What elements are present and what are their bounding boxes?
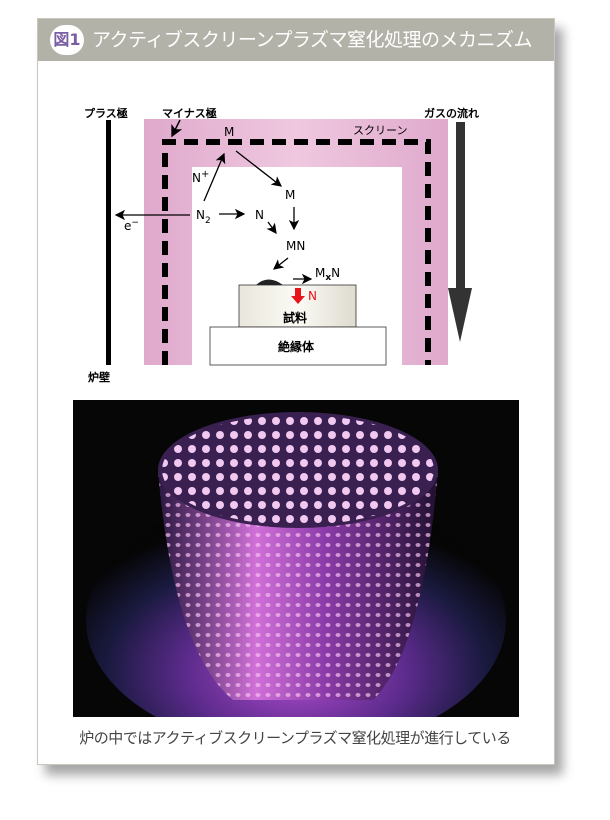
red-n-arrow: [291, 288, 305, 304]
n-diffusion-label: N: [308, 289, 317, 303]
furnace-wall-label: 炉壁: [88, 370, 110, 384]
n-atom-label: N: [255, 208, 264, 222]
m-top-label: M: [224, 125, 234, 139]
deposit: [256, 279, 283, 285]
figure-header: 図1 アクティブスクリーンプラズマ窒化処理のメカニズム: [38, 19, 554, 61]
electron-label: e−: [124, 218, 139, 233]
plus-pole-label: プラス極: [84, 106, 128, 120]
insulator-label: 絶縁体: [278, 339, 315, 354]
gas-flow-arrow: [448, 122, 472, 342]
n-plus-label: N+: [192, 169, 209, 185]
mn-label: MN: [286, 239, 305, 253]
gas-flow-label: ガスの流れ: [424, 106, 479, 120]
minus-pole-label: マイナス極: [162, 106, 217, 120]
insulator-block: [209, 326, 387, 366]
screen-mesh: [162, 139, 431, 365]
mxn-label: MxN: [315, 266, 340, 283]
plus-pole-wall: [106, 120, 111, 365]
m-label: M: [285, 188, 295, 202]
figure-title: アクティブスクリーンプラズマ窒化処理のメカニズム: [92, 29, 533, 51]
figure-caption: 炉の中ではアクティブスクリーンプラズマ窒化処理が進行している: [79, 729, 511, 747]
n2-label: N2: [196, 208, 211, 226]
furnace-photo: [73, 400, 519, 717]
specimen-label: 試料: [283, 310, 307, 325]
figure-number-badge: 図1: [50, 25, 84, 55]
mechanism-diagram: プラス極 炉壁 マイナス極 スクリーン ガスの流れ M N+ N2 e− N M…: [84, 106, 479, 384]
screen-label: スクリーン: [353, 124, 407, 137]
